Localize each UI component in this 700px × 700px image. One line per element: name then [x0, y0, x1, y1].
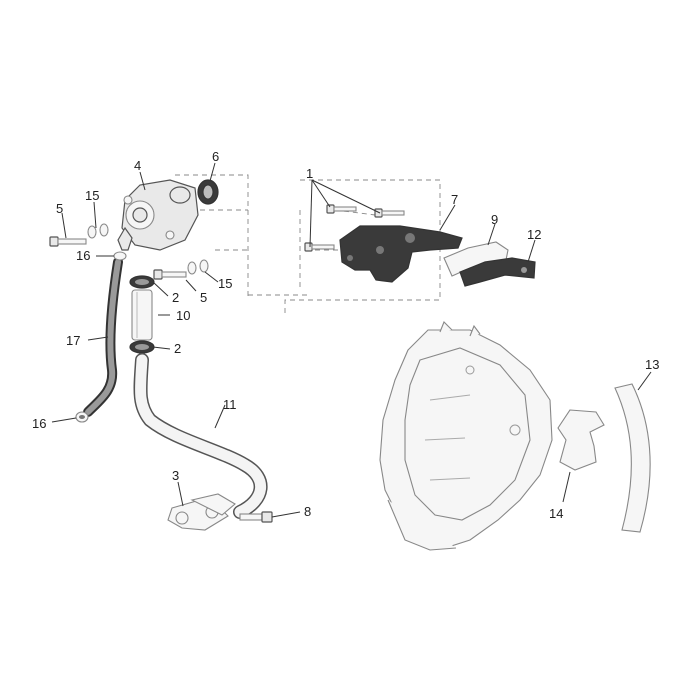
seal-ring: [197, 179, 219, 205]
curved-trim-strip: [614, 383, 651, 533]
callout-16-lower: 16: [32, 416, 46, 431]
short-hose: [131, 289, 153, 341]
callout-13: 13: [645, 357, 659, 372]
flange-bolt: [239, 511, 273, 523]
callout-7: 7: [451, 192, 458, 207]
hose-fitting-upper: [113, 251, 127, 261]
callout-5-lower: 5: [200, 290, 207, 305]
pipe-gasket: [167, 493, 236, 531]
water-pipe: [133, 353, 268, 519]
leader-lines: [51, 162, 652, 518]
pump-cover: [339, 225, 463, 283]
long-hose: [83, 257, 123, 417]
callout-2-upper: 2: [172, 290, 179, 305]
callout-11: 11: [223, 397, 237, 412]
callout-14: 14: [549, 506, 563, 521]
callout-16-upper: 16: [76, 248, 90, 263]
callout-10: 10: [176, 308, 190, 323]
cover-screws: [304, 204, 405, 252]
assembly-guide-lines: [175, 174, 441, 315]
callout-1: 1: [306, 166, 313, 181]
cover-pad-dark: [459, 257, 536, 287]
bolt-upper-left: [49, 236, 87, 247]
callout-2-lower: 2: [174, 341, 181, 356]
callouts: 1 2 2 3 4 5 5 6 7 8 9 10 11 12 13 14 15 …: [32, 149, 659, 521]
callout-12: 12: [527, 227, 541, 242]
water-pump: [117, 179, 199, 251]
callout-6: 6: [212, 149, 219, 164]
washer-lower-right: [187, 259, 209, 275]
washer-upper-left: [87, 223, 109, 239]
hose-clamp-upper: [129, 275, 155, 289]
callout-5-upper: 5: [56, 201, 63, 216]
callout-9: 9: [491, 212, 498, 227]
casing-bracket: [557, 409, 605, 471]
callout-3: 3: [172, 468, 179, 483]
callout-4: 4: [134, 158, 141, 173]
hose-fitting-lower: [75, 411, 89, 423]
bolt-lower-right: [153, 269, 187, 280]
engine-casing: [379, 321, 553, 551]
hose-clamp-lower: [129, 340, 155, 354]
callout-15-lower: 15: [218, 276, 232, 291]
callout-8: 8: [304, 504, 311, 519]
callout-15-upper: 15: [85, 188, 99, 203]
callout-17: 17: [66, 333, 80, 348]
